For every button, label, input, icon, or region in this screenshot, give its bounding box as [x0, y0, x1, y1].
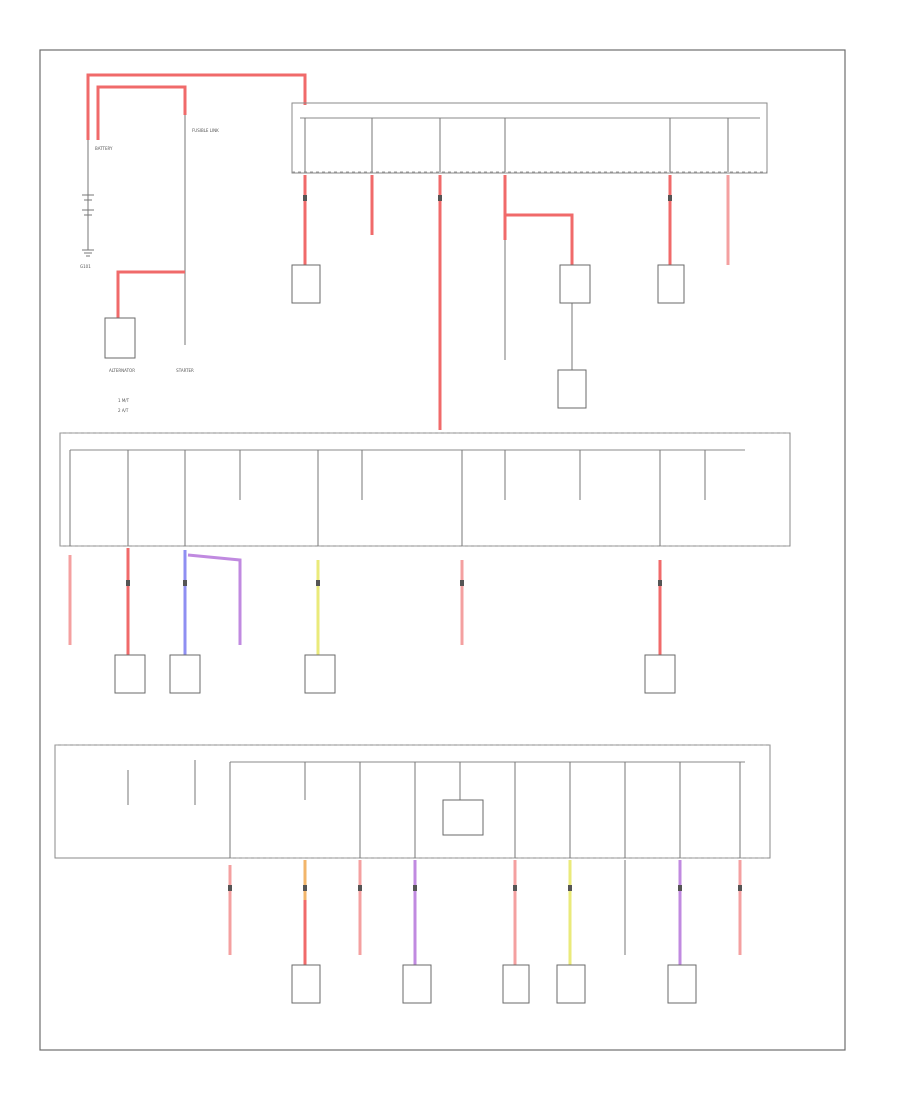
fusible-link-note: FUSIBLE LINK: [192, 128, 219, 133]
top-fuse-row: [304, 118, 729, 172]
fuse-box-middle: [59, 432, 791, 547]
middle-fuse-row: [69, 450, 706, 546]
relay-2-box: [559, 264, 591, 304]
fuse-box-top: [291, 102, 768, 174]
legend-item-2: 2 A/T: [118, 408, 129, 413]
mid-component-2: [114, 654, 146, 694]
battery-label: BATTERY: [95, 146, 113, 151]
mid-component-4: [304, 654, 336, 694]
battery-branch-wire: [96, 85, 187, 140]
alternator-label: ALTERNATOR: [109, 368, 135, 373]
bottom-fuse-row: [229, 762, 741, 858]
battery-feed-wire: [86, 73, 307, 140]
bottom-inner-box: [442, 799, 484, 836]
bot-component-6: [556, 964, 586, 1004]
battery-icon: [82, 140, 94, 250]
starter-label: STARTER: [176, 368, 194, 373]
alternator-box: [104, 317, 136, 359]
bot-component-5: [502, 964, 530, 1004]
bot-component-2: [291, 964, 321, 1004]
ground-icon: [82, 249, 94, 257]
top-component-relay: [557, 369, 587, 409]
top-component-4: [657, 264, 685, 304]
bot-component-8: [667, 964, 697, 1004]
top-component-1: [291, 264, 321, 304]
legend-item-1: 1 M/T: [118, 398, 130, 403]
ground-label: G101: [80, 264, 91, 269]
mid-output-wire-3b: [187, 553, 242, 645]
mid-component-6: [644, 654, 676, 694]
alternator-wire: [116, 270, 185, 318]
relay-feed-wire: [505, 213, 574, 265]
connector-dots: [126, 195, 742, 891]
bot-component-4: [402, 964, 432, 1004]
mid-component-3: [169, 654, 201, 694]
diagram-frame: [39, 49, 846, 1051]
